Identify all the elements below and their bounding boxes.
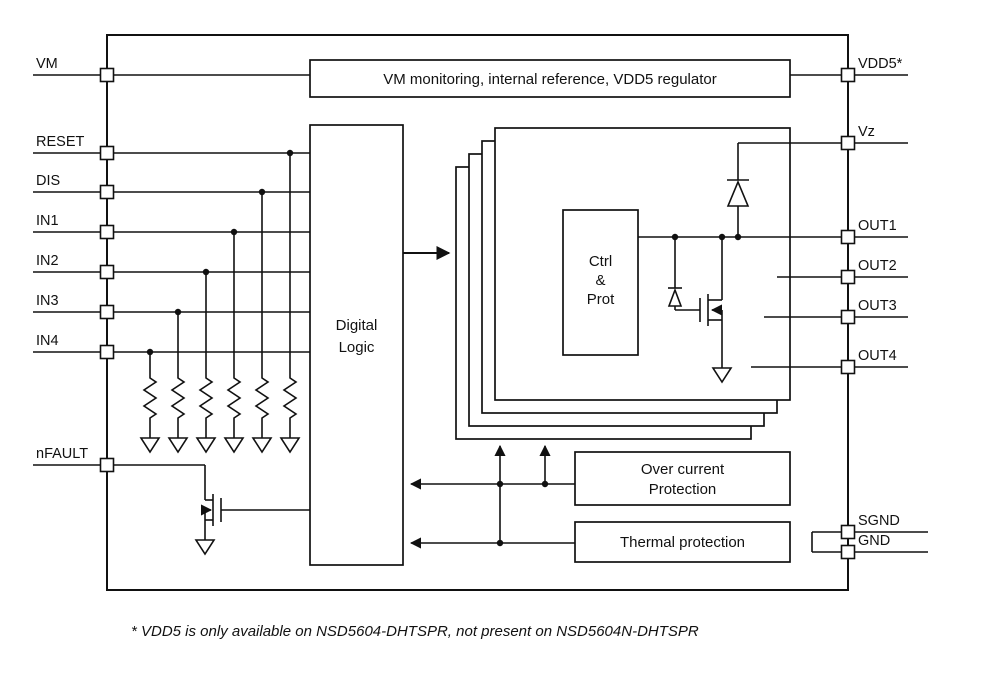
pin-sgnd: SGND <box>840 513 928 540</box>
pin-square-out2 <box>840 269 856 285</box>
pin-dis-label: DIS <box>36 173 60 189</box>
junction-dot <box>541 480 549 488</box>
junction-dot <box>202 268 210 276</box>
pulldown-resistor-icon <box>252 372 272 453</box>
pin-square-in3 <box>99 304 115 320</box>
over-current-protection-block: Over current Protection <box>574 451 791 506</box>
digital-logic-label-line2: Logic <box>339 339 375 356</box>
ctrl-prot-box <box>562 209 639 356</box>
pin-vdd5: VDD5* <box>840 56 908 83</box>
left-pins: VM RESET DIS IN1 IN2 IN3 <box>33 56 115 473</box>
junction-dot <box>496 480 504 488</box>
pin-out2: OUT2 <box>840 258 908 285</box>
output-cell-internals: Ctrl & Prot <box>562 142 842 383</box>
pin-vm-label: VM <box>36 56 58 72</box>
pin-square-in1 <box>99 224 115 240</box>
pin-sgnd-label: SGND <box>858 513 900 529</box>
pulldown-resistor-icon <box>140 372 160 453</box>
pin-square-vdd5 <box>840 67 856 83</box>
junction-dot <box>671 233 679 241</box>
over-current-box <box>574 451 791 506</box>
nfault-mosfet-icon <box>200 465 310 540</box>
pin-square-out1 <box>840 229 856 245</box>
vm-monitoring-label: VM monitoring, internal reference, VDD5 … <box>383 71 717 88</box>
protection-signals <box>409 444 575 549</box>
junction-dot <box>496 539 504 547</box>
pulldown-resistor-icon <box>280 372 300 453</box>
pin-reset-label: RESET <box>36 134 84 150</box>
output-stage-layer-1 <box>494 127 791 401</box>
output-mosfet-icon <box>675 237 723 368</box>
junction-dot <box>734 233 742 241</box>
pin-square-out4 <box>840 359 856 375</box>
pin-gnd: GND <box>840 533 928 560</box>
ctrl-prot-label-line2: & <box>595 272 605 289</box>
thermal-protection-block: Thermal protection <box>574 521 791 563</box>
junction-dot <box>286 149 294 157</box>
pin-out1: OUT1 <box>840 218 908 245</box>
pulldown-resistor-icon <box>196 372 216 453</box>
junction-dot <box>718 233 726 241</box>
pin-in1-label: IN1 <box>36 213 59 229</box>
pin-square-nfault <box>99 457 115 473</box>
pin-vdd5-label: VDD5* <box>858 56 903 72</box>
pin-square-vz <box>840 135 856 151</box>
pin-square-gnd <box>840 544 856 560</box>
pin-in4-label: IN4 <box>36 333 59 349</box>
pin-square-out3 <box>840 309 856 325</box>
pin-vm: VM <box>33 56 115 83</box>
pin-in3-label: IN3 <box>36 293 59 309</box>
junction-dot <box>258 188 266 196</box>
nfault-circuit <box>113 464 310 555</box>
over-current-label-line1: Over current <box>641 461 725 478</box>
digital-logic-box <box>309 124 404 566</box>
pin-out4: OUT4 <box>840 348 908 375</box>
junction-dot <box>146 348 154 356</box>
ctrl-prot-label-line1: Ctrl <box>589 253 612 270</box>
pin-nfault-label: nFAULT <box>36 446 88 462</box>
pin-square-sgnd <box>840 524 856 540</box>
junction-dot <box>174 308 182 316</box>
pin-square-vm <box>99 67 115 83</box>
pin-out3: OUT3 <box>840 298 908 325</box>
pin-square-dis <box>99 184 115 200</box>
pin-vz: Vz <box>840 124 908 151</box>
digital-logic-block: Digital Logic <box>309 124 404 566</box>
pin-vz-label: Vz <box>858 124 875 140</box>
ground-icon <box>195 539 215 555</box>
thermal-box <box>574 521 791 563</box>
pin-dis: DIS <box>33 173 115 200</box>
pin-square-in2 <box>99 264 115 280</box>
pulldown-network <box>140 149 300 453</box>
pin-out4-label: OUT4 <box>858 348 897 364</box>
input-wires <box>113 152 310 353</box>
pin-in2-label: IN2 <box>36 253 59 269</box>
ctrl-prot-label-line3: Prot <box>587 291 615 308</box>
vm-monitoring-block: VM monitoring, internal reference, VDD5 … <box>309 59 791 98</box>
right-pins: VDD5* Vz OUT1 OUT2 OUT3 OUT4 <box>840 56 928 560</box>
pin-square-reset <box>99 145 115 161</box>
pulldown-resistor-icon <box>224 372 244 453</box>
footnote: * VDD5 is only available on NSD5604-DHTS… <box>131 623 699 640</box>
over-current-label-line2: Protection <box>649 481 717 498</box>
pin-out1-label: OUT1 <box>858 218 897 234</box>
vm-monitoring-box <box>309 59 791 98</box>
pin-in3: IN3 <box>33 293 115 320</box>
pin-out2-label: OUT2 <box>858 258 897 274</box>
freewheel-diode-icon <box>726 143 750 237</box>
pin-in1: IN1 <box>33 213 115 240</box>
digital-logic-label-line1: Digital <box>336 317 378 334</box>
pin-gnd-label: GND <box>858 533 890 549</box>
thermal-label: Thermal protection <box>620 534 745 551</box>
pin-reset: RESET <box>33 134 115 161</box>
pin-in2: IN2 <box>33 253 115 280</box>
pin-in4: IN4 <box>33 333 115 360</box>
pin-out3-label: OUT3 <box>858 298 897 314</box>
junction-dot <box>230 228 238 236</box>
pin-square-in4 <box>99 344 115 360</box>
output-wires <box>751 276 842 553</box>
pulldown-resistor-icon <box>168 372 188 453</box>
pin-nfault: nFAULT <box>33 446 115 473</box>
